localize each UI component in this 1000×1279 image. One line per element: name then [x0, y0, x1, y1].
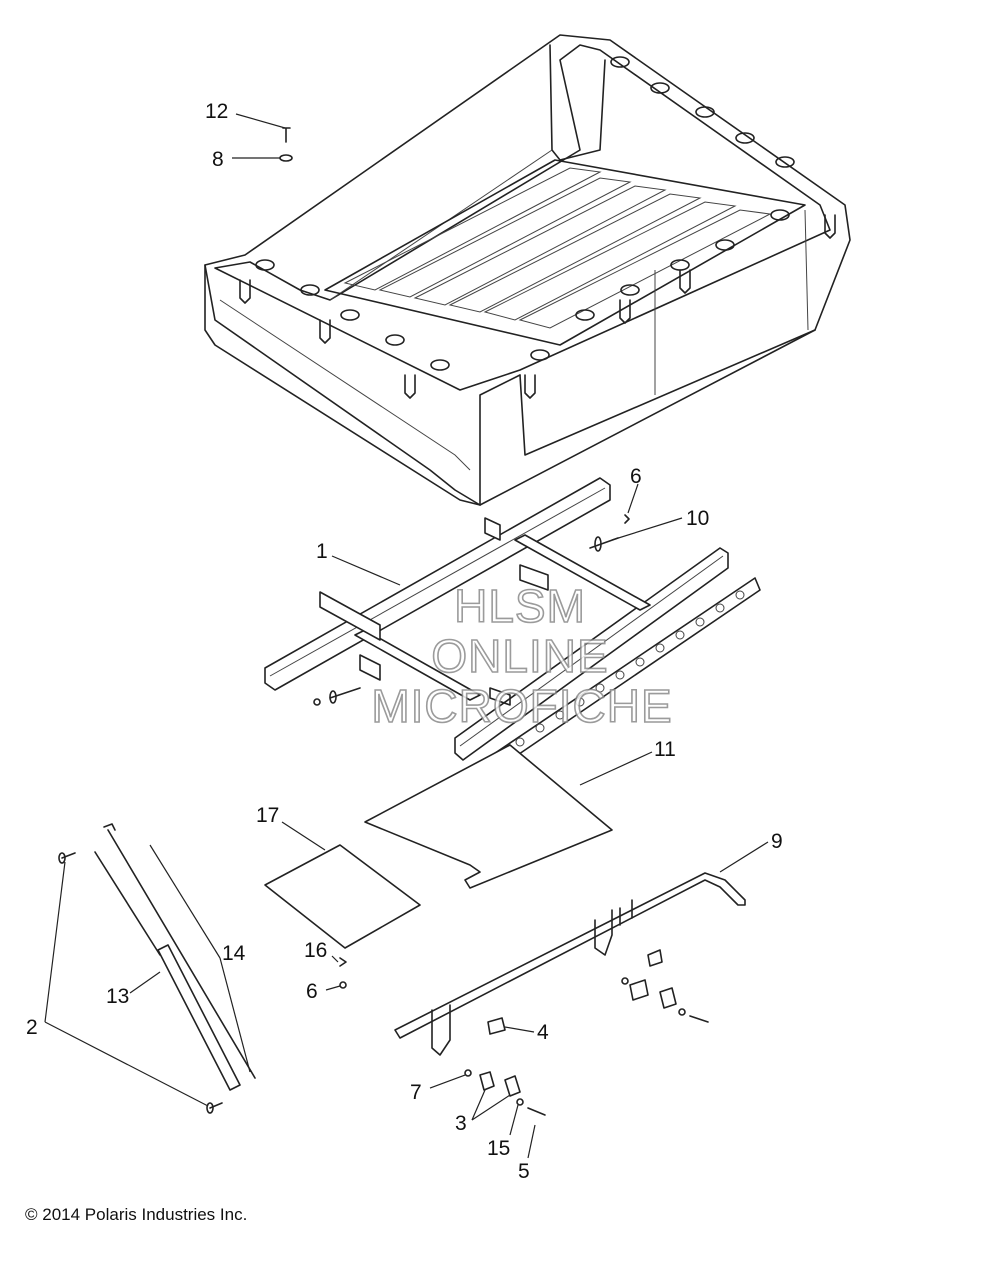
clip-6-top [624, 514, 630, 524]
callout-1: 1 [316, 540, 328, 563]
callout-8: 8 [212, 148, 224, 171]
bed-frame [264, 477, 761, 783]
watermark-line-1: HLSM [454, 580, 586, 632]
watermark-line-3: MICROFICHE [371, 680, 672, 732]
handle-rod-9 [394, 872, 746, 1056]
latch-hardware [339, 949, 709, 1116]
leader-lines [44, 113, 769, 1159]
callout-17: 17 [256, 804, 279, 827]
callout-9: 9 [771, 830, 783, 853]
watermark: HLSM ONLINE MICROFICHE [371, 579, 673, 733]
callout-7: 7 [410, 1081, 422, 1104]
callout-6-top: 6 [630, 465, 642, 488]
watermark-line-2: ONLINE [431, 630, 608, 682]
callout-10: 10 [686, 507, 709, 530]
washer-8 [279, 154, 293, 162]
callout-13: 13 [106, 985, 129, 1008]
callout-2: 2 [26, 1016, 38, 1039]
screw-12 [282, 127, 291, 143]
callout-12: 12 [205, 100, 228, 123]
callout-4: 4 [537, 1021, 549, 1044]
panel-11 [364, 744, 613, 889]
callout-16: 16 [304, 939, 327, 962]
callout-labels: 12 8 6 10 1 11 17 9 14 16 6 13 2 4 7 3 1… [26, 100, 783, 1183]
copyright-notice: © 2014 Polaris Industries Inc. [25, 1205, 247, 1224]
callout-14: 14 [222, 942, 246, 965]
panel-17 [264, 844, 421, 949]
gas-strut-13 [94, 851, 241, 1091]
callout-5: 5 [518, 1160, 530, 1183]
cargo-box [204, 34, 851, 506]
callout-15: 15 [487, 1137, 510, 1160]
callout-11: 11 [654, 738, 676, 761]
cable-14 [103, 823, 256, 1079]
pins-2 [58, 852, 223, 1114]
callout-3: 3 [455, 1112, 467, 1135]
callout-6-mid: 6 [306, 980, 318, 1003]
pin-frame [313, 687, 361, 706]
